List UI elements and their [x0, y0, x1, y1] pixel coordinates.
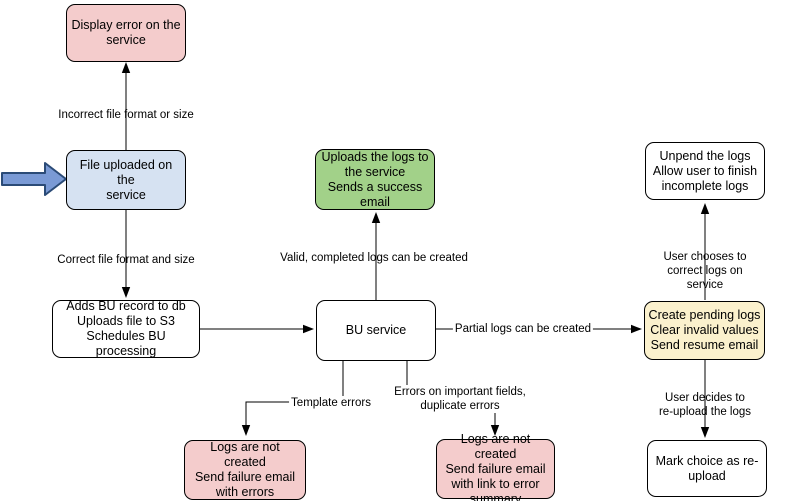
node-mark-choice-reupload: Mark choice as re- upload — [647, 440, 767, 497]
input-block-arrow-icon — [1, 162, 67, 196]
edge-label-correct-file: Correct file format and size — [57, 254, 195, 266]
node-bu-service: BU service — [316, 300, 436, 361]
node-logs-failure-summary: Logs are not created Send failure email … — [436, 432, 555, 501]
edge-correct-format — [121, 210, 131, 298]
edge-label-valid-logs: Valid, completed logs can be created — [280, 252, 468, 264]
edge-valid-logs — [371, 212, 381, 300]
edge-label-incorrect-file: Incorrect file format or size — [58, 109, 194, 121]
node-file-uploaded: File uploaded on the service — [66, 150, 186, 210]
edge-label-important-errors: Errors on important fields, duplicate er… — [392, 385, 528, 413]
edge-user-decides — [700, 360, 710, 438]
edge-schedule-to-service — [200, 324, 314, 334]
node-logs-failure-errors: Logs are not created Send failure email … — [184, 440, 306, 500]
edge-label-user-decides: User decides to re-upload the logs — [658, 392, 752, 418]
edge-user-chooses — [700, 203, 710, 300]
edge-label-user-chooses: User chooses to correct logs on service — [663, 251, 747, 291]
node-uploads-logs-success: Uploads the logs to the service Sends a … — [315, 149, 435, 210]
edge-label-partial-logs: Partial logs can be created — [452, 322, 594, 336]
node-display-error: Display error on the service — [66, 4, 186, 62]
edge-incorrect-format — [121, 62, 131, 150]
node-unpend-logs: Unpend the logs Allow user to finish inc… — [645, 142, 765, 200]
node-create-pending-logs: Create pending logs Clear invalid values… — [644, 301, 765, 360]
node-adds-bu-record: Adds BU record to db Uploads file to S3 … — [52, 299, 200, 358]
edge-label-template-errors: Template errors — [289, 396, 373, 410]
